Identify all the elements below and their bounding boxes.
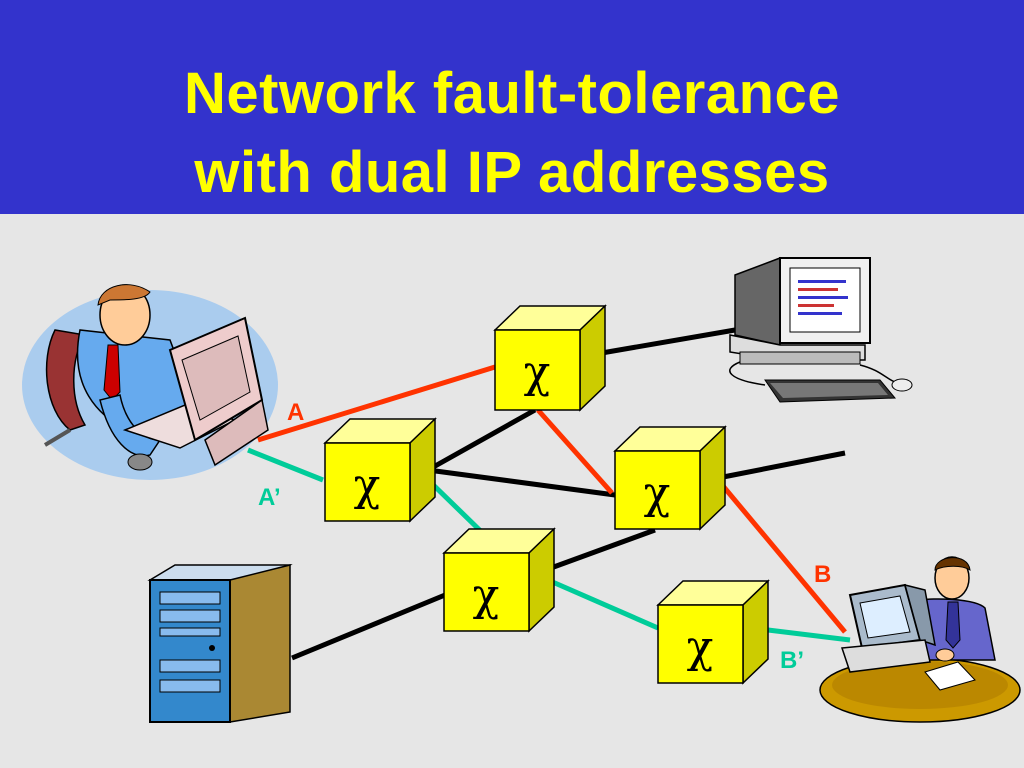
link-r3-edge [717,450,846,481]
path-b-prime-right [767,627,851,643]
link-tower-r4 [291,592,446,661]
path-a-r1-r3 [536,408,614,495]
link-r1-r2 [426,407,537,473]
path-b-r3-right [716,478,847,634]
router-1: χ [493,304,607,412]
label-b-prime: B’ [780,647,804,674]
person-at-desk-icon [819,556,1021,723]
router-2: χ [323,417,437,523]
title-line-2: with dual IP addresses [194,140,830,205]
router-5: χ [656,579,770,685]
title-banner [0,0,1024,214]
path-b-prime-r4-r5 [547,577,659,631]
path-a-left [257,364,496,443]
person-at-workstation-icon [22,284,278,480]
router-4: χ [442,527,556,633]
router-3-symbol: χ [644,468,671,519]
server-tower-icon [147,564,293,723]
label-b: B [814,561,831,588]
label-a-prime: A’ [258,484,281,511]
link-r4-r3 [539,527,656,575]
links [247,327,851,661]
router-5-symbol: χ [687,622,714,673]
link-desktop-r1 [589,327,736,358]
label-a: A [287,399,304,426]
router-1-symbol: χ [524,347,551,398]
router-2-symbol: χ [354,460,381,511]
desktop-computer-icon [729,256,913,403]
router-4-symbol: χ [473,570,500,621]
title-line-1: Network fault-tolerance [183,61,841,126]
router-3: χ [613,425,727,531]
link-r2-r3 [427,467,616,498]
path-a-prime-left [247,447,324,483]
